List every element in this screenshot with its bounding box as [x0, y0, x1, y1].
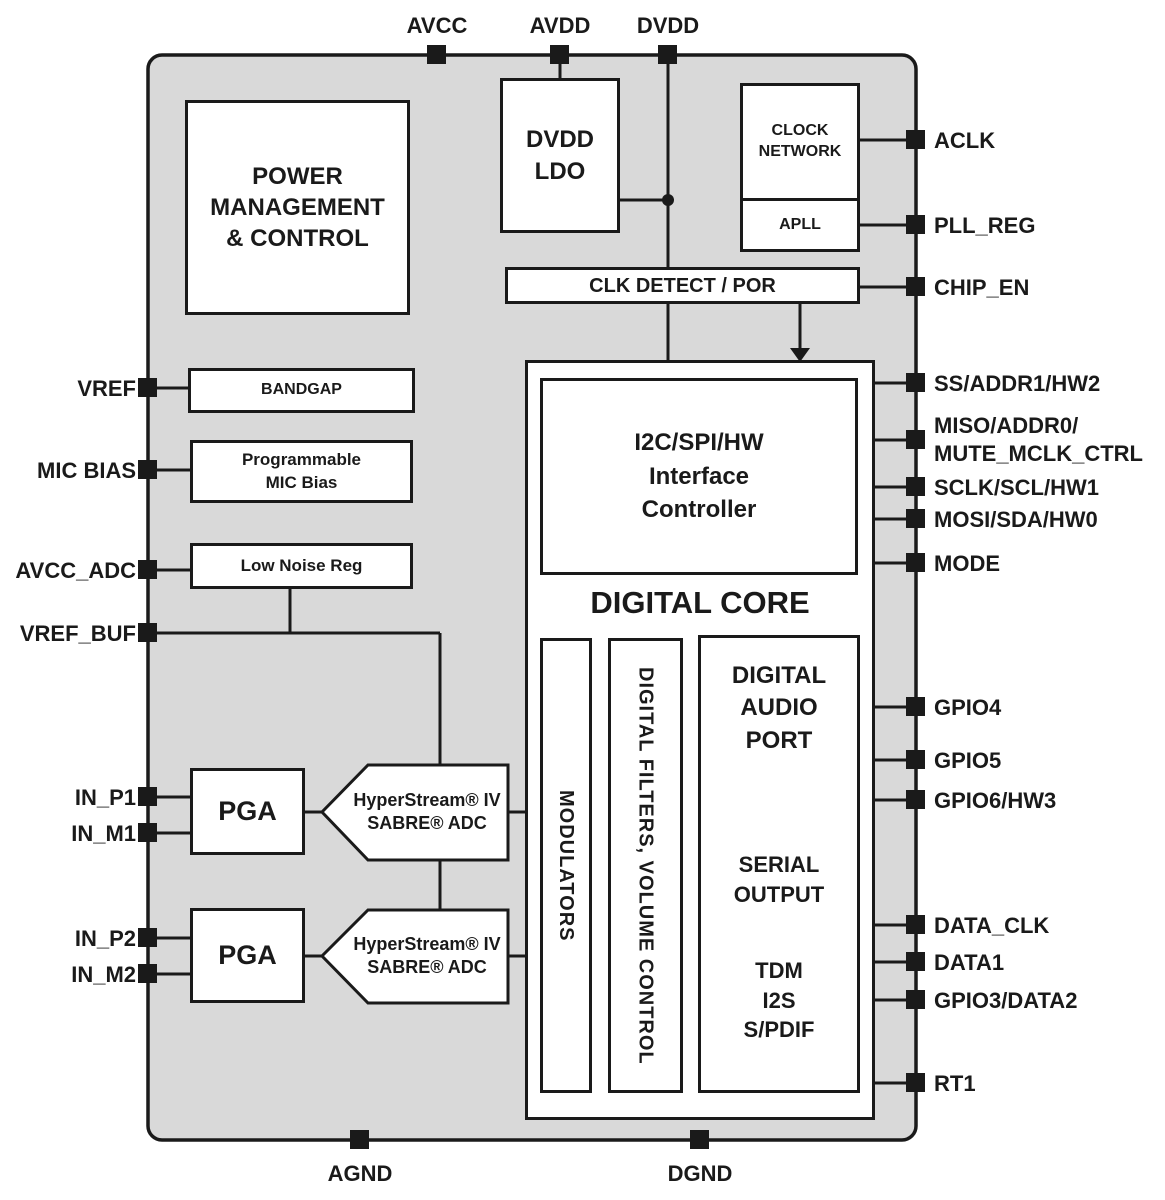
pad-ss-addr1-hw2: [906, 373, 925, 392]
pin-label-in-m2: IN_M2: [71, 962, 136, 987]
pad-sclk-scl-hw1: [906, 477, 925, 496]
pin-label-avcc: AVCC: [406, 13, 468, 38]
pad-mode: [906, 553, 925, 572]
pin-label-in-m1: IN_M1: [71, 821, 136, 846]
pad-dgnd: [690, 1130, 709, 1149]
pin-label-vref-buf: VREF_BUF: [19, 621, 136, 646]
pin-label-in-p2: IN_P2: [74, 926, 136, 951]
pad-miso-addr0: [906, 430, 925, 449]
pad-pll-reg: [906, 215, 925, 234]
pin-label-gpio3-data2: GPIO3/DATA2: [934, 988, 1078, 1013]
block-bandgap: BANDGAP: [188, 368, 415, 413]
block-digital-filters: DIGITAL FILTERS, VOLUME CONTROL: [608, 638, 683, 1093]
adc2-label: HyperStream® IV SABRE® ADC: [353, 934, 501, 978]
pin-label-sclk-scl-hw1: SCLK/SCL/HW1: [934, 475, 1099, 500]
pin-label-data-clk: DATA_CLK: [934, 913, 1050, 938]
pin-label-in-p1: IN_P1: [74, 785, 136, 810]
pad-in-m2: [138, 964, 157, 983]
pad-rt1: [906, 1073, 925, 1092]
adc1-shape: [319, 763, 510, 862]
pin-label-data1: DATA1: [934, 950, 1005, 975]
block-programmable-mic-bias: Programmable MIC Bias: [190, 440, 413, 503]
adc2-shape: [319, 908, 510, 1005]
block-clock-network: CLOCK NETWORK: [740, 83, 860, 201]
digital-core-title: DIGITAL CORE: [590, 585, 810, 620]
pin-label-mode: MODE: [934, 551, 1000, 576]
pin-label-avcc-adc: AVCC_ADC: [15, 558, 136, 583]
pad-vref-buf: [138, 623, 157, 642]
block-power-management: POWER MANAGEMENT & CONTROL: [185, 100, 410, 315]
pin-label-vref: VREF: [77, 376, 136, 401]
pad-dvdd: [658, 45, 677, 64]
pad-avcc: [427, 45, 446, 64]
pad-data-clk: [906, 915, 925, 934]
pin-label-aclk: ACLK: [934, 128, 996, 153]
block-interface-controller: I2C/SPI/HW Interface Controller: [540, 378, 858, 575]
arrowhead-icon: [790, 348, 810, 362]
block-apll: APLL: [740, 198, 860, 252]
pad-data1: [906, 952, 925, 971]
pad-in-p2: [138, 928, 157, 947]
serial-output-label: SERIAL OUTPUT: [733, 852, 825, 907]
block-low-noise-reg: Low Noise Reg: [190, 543, 413, 589]
pin-label-gpio6-hw3: GPIO6/HW3: [934, 788, 1057, 813]
pin-label-miso-addr0-mute-mclk-ctrl: MISO/ADDR0/ MUTE_MCLK_CTRL: [934, 413, 1143, 466]
pad-mic-bias: [138, 460, 157, 479]
pin-label-chip-en: CHIP_EN: [934, 275, 1030, 300]
pin-label-pll-reg: PLL_REG: [934, 213, 1036, 238]
pad-in-m1: [138, 823, 157, 842]
pad-gpio4: [906, 697, 925, 716]
pad-aclk: [906, 130, 925, 149]
pad-chip-en: [906, 277, 925, 296]
block-pga1: PGA: [190, 768, 305, 855]
adc1-label: HyperStream® IV SABRE® ADC: [353, 790, 501, 834]
block-digital-audio-port: DIGITAL AUDIO PORT SERIAL OUTPUT TDM I2S…: [698, 635, 860, 1093]
pad-gpio3-data2: [906, 990, 925, 1009]
pin-label-mosi-sda-hw0: MOSI/SDA/HW0: [934, 507, 1098, 532]
pad-agnd: [350, 1130, 369, 1149]
digital-audio-port-title: DIGITAL AUDIO PORT: [731, 662, 827, 754]
pin-label-avdd: AVDD: [529, 13, 591, 38]
tdm-i2s-spdif-label: TDM I2S S/PDIF: [743, 958, 815, 1043]
pin-label-dgnd: DGND: [667, 1161, 733, 1186]
pad-avdd: [550, 45, 569, 64]
pad-avcc-adc: [138, 560, 157, 579]
pad-in-p1: [138, 787, 157, 806]
block-dvdd-ldo: DVDD LDO: [500, 78, 620, 233]
block-modulators: MODULATORS: [540, 638, 592, 1093]
pin-label-dvdd: DVDD: [636, 13, 700, 38]
pin-label-agnd: AGND: [327, 1161, 393, 1186]
pin-label-gpio5: GPIO5: [934, 748, 1002, 773]
pad-vref: [138, 378, 157, 397]
block-clk-detect-por: CLK DETECT / POR: [505, 267, 860, 304]
junction-dot: [662, 194, 674, 206]
pin-label-mic-bias: MIC BIAS: [37, 458, 136, 483]
pad-gpio5: [906, 750, 925, 769]
pad-gpio6-hw3: [906, 790, 925, 809]
pin-label-ss-addr1-hw2: SS/ADDR1/HW2: [934, 371, 1101, 396]
pin-label-rt1: RT1: [934, 1071, 976, 1096]
pad-mosi-sda-hw0: [906, 509, 925, 528]
block-pga2: PGA: [190, 908, 305, 1003]
pin-label-gpio4: GPIO4: [934, 695, 1002, 720]
